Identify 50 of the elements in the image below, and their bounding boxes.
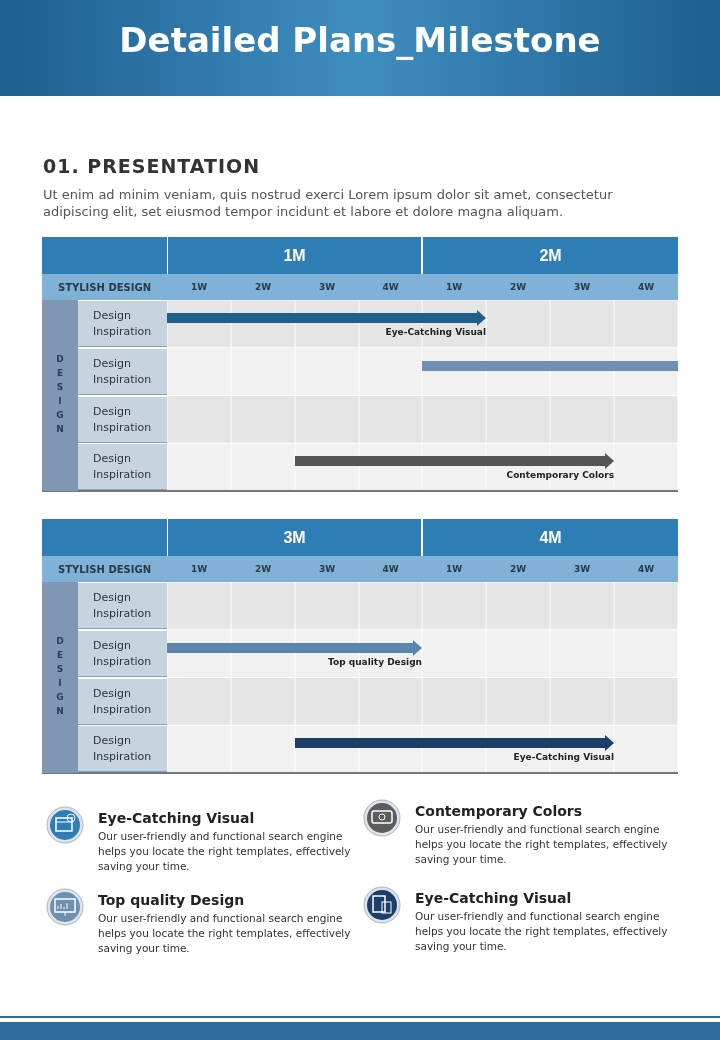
row-label: Design Inspiration xyxy=(78,630,167,677)
bar-label: Eye-Catching Visual xyxy=(512,752,614,763)
row-label: Design Inspiration xyxy=(78,678,167,725)
bar-label: Eye-Catching Visual xyxy=(384,327,486,337)
week-label: 4W xyxy=(636,281,656,294)
week-label: 2W xyxy=(253,281,273,294)
week-label: 3W xyxy=(317,281,337,294)
row-label: Design Inspiration xyxy=(78,444,167,491)
week-label: 1W xyxy=(189,563,209,576)
card-description: Our user-friendly and functional search engine helps you locate the right templates, effectively saving your time. xyxy=(415,822,669,867)
row-label: Design Inspiration xyxy=(78,348,167,395)
week-label: 2W xyxy=(508,563,528,576)
row-label: Design Inspiration xyxy=(78,726,167,773)
column-heading: STYLISH DESIGN xyxy=(56,562,152,577)
timeline-arrow xyxy=(295,735,614,752)
section-heading: 01. PRESENTATION xyxy=(43,155,261,177)
card-description: Our user-friendly and functional search engine helps you locate the right templates, effectively saving your time. xyxy=(98,829,352,874)
row-group-label: DESIGN xyxy=(42,582,78,773)
week-label: 2W xyxy=(508,281,528,294)
card-description: Our user-friendly and functional search engine helps you locate the right templates, effectively saving your time. xyxy=(415,909,669,954)
week-label: 4W xyxy=(381,563,400,576)
row-label: Design Inspiration xyxy=(78,301,167,347)
bar-label: Contemporary Colors xyxy=(505,470,614,481)
week-label: 4W xyxy=(381,281,400,294)
week-label: 1W xyxy=(444,281,464,294)
intro-paragraph: Ut enim ad minim veniam, quis nostrud exerci Lorem ipsum dolor sit amet, consectetur adipiscing elit, set eiusmod tempor incidunt et labore et dolore magna aliquam. xyxy=(43,186,614,220)
week-label: 1W xyxy=(189,281,209,294)
month-header: 3M xyxy=(168,519,421,556)
card-heading: Eye-Catching Visual xyxy=(98,810,255,826)
timeline-arrow xyxy=(167,639,422,656)
card-heading: Eye-Catching Visual xyxy=(415,890,572,906)
week-label: 3W xyxy=(317,563,337,576)
month-header: 1M xyxy=(168,237,421,274)
bar-label: Top quality Design xyxy=(327,656,422,667)
month-header: 4M xyxy=(423,519,678,556)
week-label: 3W xyxy=(572,281,592,294)
card-heading: Top quality Design xyxy=(98,892,245,908)
month-header: 2M xyxy=(423,237,678,274)
week-label: 4W xyxy=(636,563,656,576)
timeline-arrow xyxy=(167,310,486,326)
row-label: Design Inspiration xyxy=(78,396,167,443)
week-label: 3W xyxy=(572,563,592,576)
card-description: Our user-friendly and functional search engine helps you locate the right templates, effectively saving your time. xyxy=(98,911,352,956)
row-group-label: DESIGN xyxy=(42,300,78,491)
week-label: 2W xyxy=(253,563,273,576)
row-label: Design Inspiration xyxy=(78,583,167,629)
week-label: 1W xyxy=(444,563,464,576)
timeline-arrow xyxy=(295,453,614,470)
page-title: Detailed Plans_Milestone xyxy=(118,20,602,60)
column-heading: STYLISH DESIGN xyxy=(56,280,152,295)
